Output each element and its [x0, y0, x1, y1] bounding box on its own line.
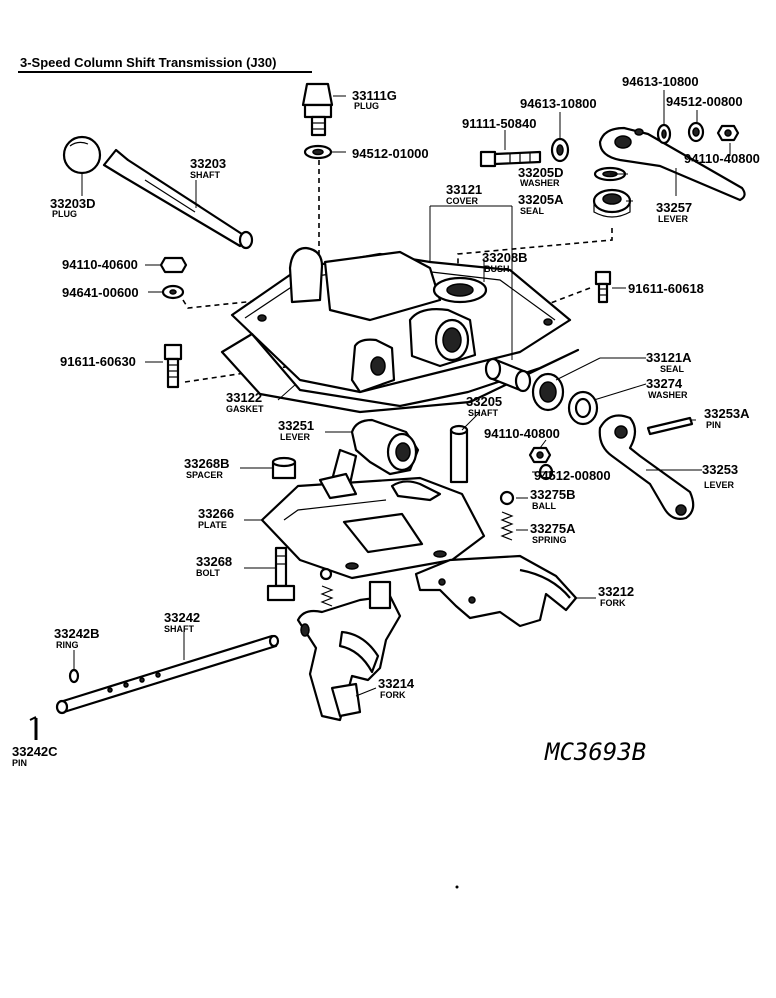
- callout-33242c-name: PIN: [12, 758, 27, 768]
- bolt-91611-60630-drawing: [163, 343, 183, 389]
- callout-labels: 33111G PLUG 94512-01000 33203 SHAFT 3320…: [12, 74, 760, 768]
- shaft-33242-drawing: [55, 634, 280, 715]
- callout-33275b-name: BALL: [532, 501, 556, 511]
- callout-94512-00800-a-number: 94512-00800: [666, 94, 743, 109]
- callout-33122-name: GASKET: [226, 404, 264, 414]
- bolt-33268-drawing: [266, 546, 296, 602]
- fork-33214-drawing: [296, 580, 402, 722]
- spacer-33268b-drawing: [271, 456, 297, 480]
- leader-lines: [73, 90, 731, 697]
- callout-33205a-name: SEAL: [520, 206, 545, 216]
- callout-33275a-name: SPRING: [532, 535, 567, 545]
- callout-33275a-number: 33275A: [530, 521, 576, 536]
- callout-33203d-number: 33203D: [50, 196, 96, 211]
- callout-33253-number: 33253: [702, 462, 738, 477]
- callout-94512-00800-b-number: 94512-00800: [534, 468, 611, 483]
- callout-33212-name: FORK: [600, 598, 626, 608]
- callout-33208b-name: BUSH: [484, 264, 510, 274]
- callout-33111g-name: PLUG: [354, 101, 379, 111]
- callout-33242c-number: 33242C: [12, 744, 58, 759]
- cover-33121-drawing: [230, 246, 572, 394]
- callout-94613-10800-b-number: 94613-10800: [622, 74, 699, 89]
- callout-33121-name: COVER: [446, 196, 479, 206]
- ball-33275b-drawing: [499, 490, 515, 506]
- callout-94512-01000-number: 94512-01000: [352, 146, 429, 161]
- callout-33268-number: 33268: [196, 554, 232, 569]
- callout-33121a-name: SEAL: [660, 364, 685, 374]
- lever-33251-drawing: [330, 418, 420, 486]
- callout-33205-name: SHAFT: [468, 408, 498, 418]
- callout-33275b-number: 33275B: [530, 487, 576, 502]
- gasket-33122-drawing: [220, 332, 580, 414]
- callout-94641-00600-number: 94641-00600: [62, 285, 139, 300]
- callout-33253a-number: 33253A: [704, 406, 750, 421]
- detent-spring-drawing: [320, 585, 334, 607]
- callout-33203-number: 33203: [190, 156, 226, 171]
- bush-33208b-drawing: [484, 357, 532, 393]
- pin-33242c-drawing: [29, 716, 38, 740]
- diagram-title: 3-Speed Column Shift Transmission (J30): [20, 55, 276, 70]
- callout-33274-number: 33274: [646, 376, 683, 391]
- bolt-91111-50840-drawing: [479, 150, 542, 168]
- lever-33253-drawing: [598, 414, 695, 520]
- seal-33121a-drawing: [531, 372, 565, 412]
- callout-33266-name: PLATE: [198, 520, 227, 530]
- illustration-code: MC3693B: [544, 738, 646, 766]
- callout-33203-name: SHAFT: [190, 170, 220, 180]
- callout-33253-name: LEVER: [704, 480, 735, 490]
- callout-33251-name: LEVER: [280, 432, 311, 442]
- callout-33111g-number: 33111G: [352, 88, 397, 103]
- callout-33257-number: 33257: [656, 200, 692, 215]
- callout-33268-name: BOLT: [196, 568, 220, 578]
- callout-33205a-number: 33205A: [518, 192, 564, 207]
- callout-33205d-name: WASHER: [520, 178, 560, 188]
- callout-33257-name: LEVER: [658, 214, 689, 224]
- nut-94110-40600-drawing: [159, 256, 188, 274]
- callout-33242-name: SHAFT: [164, 624, 194, 634]
- shaft-33203-drawing: [102, 148, 254, 250]
- callout-91611-60618-number: 91611-60618: [628, 281, 704, 296]
- callout-91111-50840-number: 91111-50840: [462, 116, 536, 131]
- callout-94110-40800-b-number: 94110-40800: [484, 426, 560, 441]
- callout-94110-40600-number: 94110-40600: [62, 257, 138, 272]
- plug-33111g-drawing: [301, 82, 334, 137]
- bolt-91611-60618-drawing: [594, 270, 612, 304]
- callout-33253a-name: PIN: [706, 420, 721, 430]
- plug-33203d-drawing: [62, 135, 102, 175]
- ring-33242b-drawing: [68, 668, 80, 684]
- callout-33268b-number: 33268B: [184, 456, 230, 471]
- callout-33214-name: FORK: [380, 690, 406, 700]
- callout-33242b-name: RING: [56, 640, 79, 650]
- callout-33212-number: 33212: [598, 584, 634, 599]
- callout-33121-number: 33121: [446, 182, 482, 197]
- callout-33274-name: WASHER: [648, 390, 688, 400]
- callout-94613-10800-a-number: 94613-10800: [520, 96, 597, 111]
- callout-33268b-name: SPACER: [186, 470, 223, 480]
- callout-33121a-number: 33121A: [646, 350, 692, 365]
- callout-33214-number: 33214: [378, 676, 415, 691]
- callout-33251-number: 33251: [278, 418, 314, 433]
- callout-33242-number: 33242: [164, 610, 200, 625]
- callout-91611-60630-number: 91611-60630: [60, 354, 136, 369]
- callout-33266-number: 33266: [198, 506, 234, 521]
- callout-33203d-name: PLUG: [52, 209, 77, 219]
- shaft-33205-drawing: [449, 424, 469, 484]
- spring-33275a-drawing: [500, 511, 514, 541]
- callout-33242b-number: 33242B: [54, 626, 100, 641]
- pin-33253a-drawing: [646, 416, 694, 436]
- fork-33212-drawing: [414, 554, 578, 628]
- callout-33205d-number: 33205D: [518, 165, 564, 180]
- speck-mark: [455, 885, 459, 889]
- callout-33208b-number: 33208B: [482, 250, 528, 265]
- lever-33257-drawing: [598, 126, 746, 202]
- callout-94110-40800-a-number: 94110-40800: [684, 151, 760, 166]
- callout-33122-number: 33122: [226, 390, 262, 405]
- seal-33205a-drawing: [592, 188, 632, 218]
- detent-ball-drawing: [319, 567, 333, 581]
- callout-33205-number: 33205: [466, 394, 502, 409]
- plate-33266-drawing: [260, 472, 486, 580]
